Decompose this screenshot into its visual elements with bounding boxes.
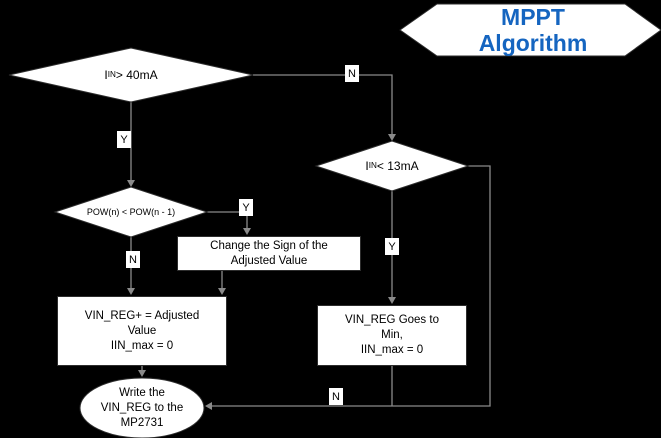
arrowhead (127, 288, 135, 295)
title-hexagon (399, 3, 661, 57)
edge-d1-no (253, 74, 393, 135)
edge-label-d3-no: N (329, 388, 343, 405)
diagram-title-line1: MPPT (501, 4, 565, 30)
iin-condition: < 13mA (376, 159, 419, 173)
arrowhead (388, 134, 396, 141)
edge-label-text: N (129, 253, 137, 266)
terminator-line1: Write the (119, 386, 165, 399)
decision-iin-gt-40-shape (8, 47, 254, 103)
edge-label-d1-yes: Y (117, 131, 131, 148)
process-change-sign: Change the Sign of the Adjusted Value (177, 236, 361, 271)
process-vinreg-min: VIN_REG Goes to Min, IIN_max = 0 (317, 305, 467, 366)
terminator-line3: MP2731 (120, 416, 164, 429)
terminator-line2: VIN_REG to the (100, 401, 184, 414)
edge-label-text: Y (388, 240, 396, 253)
process-vinreg-min-line2: Min, (381, 329, 403, 341)
edge-label-text: N (332, 390, 340, 403)
diagram-title-line2: Algorithm (478, 30, 588, 56)
decision-pow-compare-shape (53, 186, 209, 238)
arrowhead (218, 288, 226, 295)
terminator-write-vinreg-shape (79, 377, 205, 438)
edge-label-d3-yes: Y (385, 238, 399, 255)
process-change-sign-line2: Adjusted Value (230, 254, 308, 267)
process-vinreg-min-line1: VIN_REG Goes to (345, 314, 439, 326)
process-vinreg-adjusted-line1: VIN_REG+ = Adjusted (84, 309, 200, 322)
edge-d3-no (211, 165, 491, 407)
arrowhead (205, 402, 212, 410)
arrowhead (243, 228, 251, 235)
process-vinreg-adjusted: VIN_REG+ = Adjusted Value IIN_max = 0 (57, 296, 227, 366)
arrowhead (127, 180, 135, 187)
process-vinreg-adjusted-line2: Value (127, 324, 157, 337)
pow-compare-text: POW(n) < POW(n - 1) (86, 207, 176, 217)
process-vinreg-min-line3: IIN_max = 0 (360, 344, 424, 356)
edge-label-d2-yes: Y (239, 199, 253, 216)
process-change-sign-line1: Change the Sign of the (210, 239, 328, 252)
iin-symbol: I (104, 68, 108, 82)
edge-label-text: Y (120, 133, 128, 146)
iin-symbol: I (365, 159, 369, 173)
arrowhead (388, 297, 396, 304)
terminator-write-vinreg-label: Write the VIN_REG to the MP2731 (84, 383, 200, 433)
diagram-title: MPPT Algorithm (408, 4, 658, 56)
edge-label-text: Y (242, 201, 250, 214)
process-vinreg-adjusted-line3: IIN_max = 0 (110, 339, 174, 352)
edge-label-d2-no: N (126, 251, 140, 268)
arrowhead (138, 370, 146, 377)
edge-label-d1-no: N (345, 65, 359, 82)
decision-pow-compare-label: POW(n) < POW(n - 1) (58, 203, 204, 221)
decision-iin-lt-13-shape (314, 140, 470, 192)
iin-condition: > 40mA (115, 68, 158, 82)
edge-label-text: N (348, 67, 356, 80)
